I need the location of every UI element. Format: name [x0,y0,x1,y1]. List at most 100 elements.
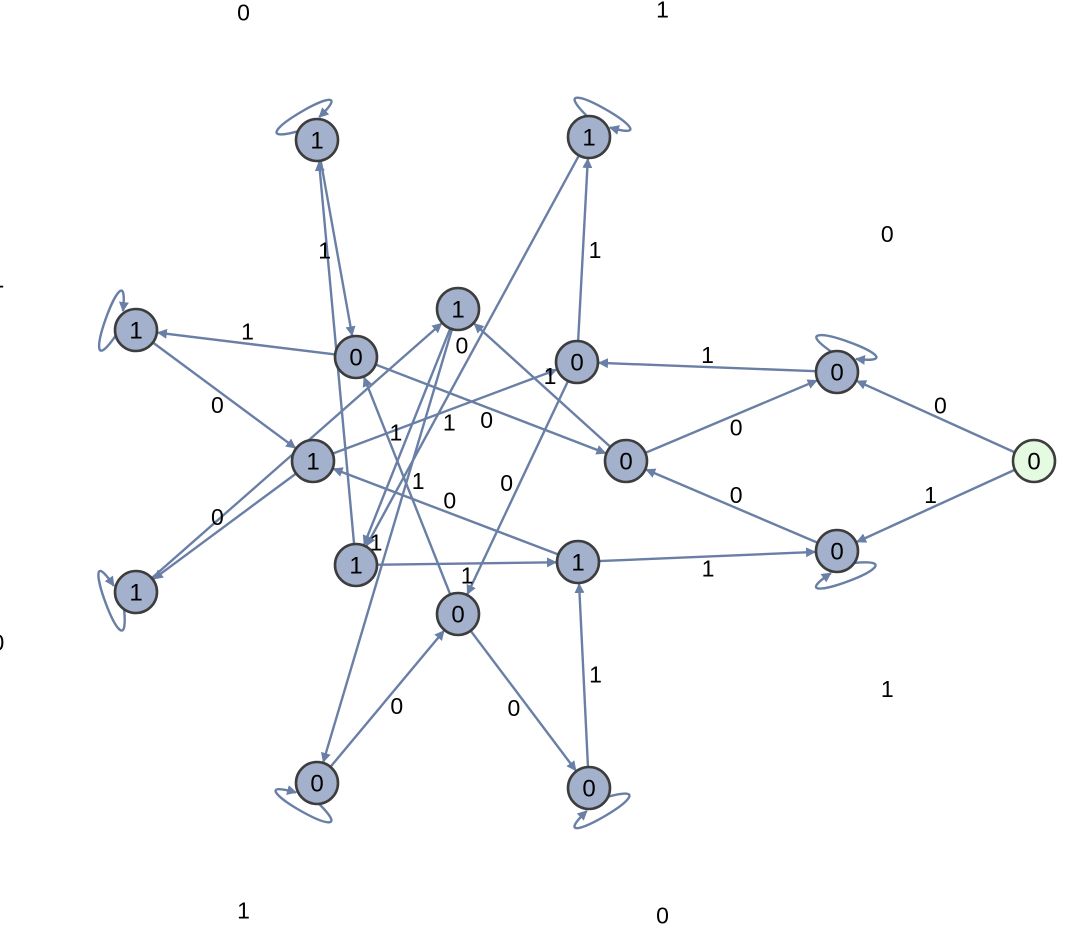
edge-t3-to-b3 [376,557,558,568]
transition-arrow [644,379,818,454]
edge-label-n_start-to-r2: 1 [924,482,937,508]
edge-r2-to-r2 [814,561,877,590]
state-label: 0 [1027,449,1040,476]
state-node-b1: 0 [554,339,600,385]
edge-n_lowleft-to-n_lowleft [97,569,126,632]
edge-label-t2-to-n_left: 1 [241,319,254,345]
state-circle [113,307,159,353]
transition-arrow [152,472,297,580]
state-node-t3: 1 [333,542,379,588]
edge-n_left-to-b4 [152,341,297,449]
state-node-r2: 0 [814,528,860,574]
self-loop-arrow [97,289,129,352]
edge-b1-to-n_top2 [576,157,593,342]
transition-arrow [598,547,817,563]
transition-arrow [375,363,607,455]
transition-arrow [156,328,336,356]
edge-label-n_bot1-to-t4: 0 [390,693,403,719]
state-label: 0 [619,449,632,476]
transition-arrow [576,157,593,342]
edge-t4-to-t2 [362,376,452,595]
self-loop-arrow [814,561,877,590]
state-label: 0 [830,539,843,566]
edge-b4-to-n_lowleft [152,472,297,580]
state-circle [566,114,612,160]
state-node-t4: 0 [435,591,481,637]
edge-n_bot1-to-n_bot1 [274,785,333,824]
transition-arrow [362,328,452,546]
edge-label-n_top1-to-n_top1: 0 [237,0,250,26]
transition-arrow [321,328,454,763]
edge-r2-to-b2 [645,468,819,544]
state-label: 0 [582,776,595,803]
edge-label-r1-to-b1: 1 [701,342,714,368]
edge-t4-to-n_bot2 [469,630,577,772]
state-label: 1 [129,580,142,607]
state-label: 1 [582,125,595,152]
edge-label-n_left-to-b4: 0 [211,392,224,418]
transition-arrow [365,154,581,547]
edge-t1-to-t3 [362,328,452,546]
self-loop-arrow [573,96,632,135]
transition-arrow [152,341,297,449]
self-loop-arrow [275,98,333,136]
edge-b2-to-r1 [644,379,818,454]
state-circle [290,438,336,484]
transition-arrow [332,368,558,455]
edge-b2-to-t1 [473,322,612,448]
transition-arrow [319,160,356,337]
transition-arrow [473,322,612,448]
state-node-b2: 0 [603,438,649,484]
edge-b3-to-r2 [598,547,817,563]
edge-label-b2-to-t1: 1 [544,363,557,389]
state-circle [113,569,159,615]
self-loop-arrow [274,785,333,824]
state-circle [814,349,860,395]
edge-label-b4-to-b1: 1 [443,410,456,436]
edge-n_bot2-to-n_bot2 [573,792,631,830]
edge-label-n_bot2-to-b3: 1 [589,661,602,687]
edge-n_start-to-r2 [856,468,1016,543]
transition-arrow [856,468,1016,543]
state-label: 1 [349,553,362,580]
state-node-n_top2: 1 [566,114,612,160]
edge-n_start-to-r1 [856,379,1016,454]
start-state-node: 0 [1011,438,1057,484]
edge-label-b2-to-r1: 0 [730,415,743,441]
edge-n_top2-to-t3 [365,154,581,547]
edge-r1-to-b1 [597,358,817,373]
state-node-n_top1: 1 [294,117,340,163]
state-circle [435,591,481,637]
state-circle [814,528,860,574]
state-circle [555,539,601,585]
state-label: 1 [571,550,584,577]
edge-label-t4-to-t2: 1 [412,468,425,494]
edge-t2-to-n_left [156,328,336,356]
state-circle [333,542,379,588]
edge-label-b3-to-b4: 0 [443,487,456,513]
state-circle [603,438,649,484]
state-node-b4: 1 [290,438,336,484]
state-node-n_left: 1 [113,307,159,353]
edge-label-r2-to-r2: 1 [881,676,894,702]
edge-label-t3-to-b3: 1 [461,562,474,588]
edge-labels-layer: 0101101001101011100110011010011001 [0,0,947,928]
state-circle [1011,438,1057,484]
state-node-n_lowleft: 1 [113,569,159,615]
state-node-n_bot2: 0 [566,765,612,811]
edge-label-t1-to-n_bot1: 1 [370,530,383,556]
edge-b1-to-t4 [466,380,570,596]
state-label: 1 [310,128,323,155]
state-label: 1 [306,449,319,476]
edge-label-b1-to-n_top2: 1 [589,237,602,263]
transition-arrow [376,557,558,568]
state-circle [435,286,481,332]
edge-label-r1-to-r1: 0 [881,221,894,247]
state-circle [566,765,612,811]
edge-label-n_start-to-r1: 0 [934,393,947,419]
transition-arrow [856,379,1016,454]
self-loop-arrow [573,792,631,830]
self-loop-arrow [815,333,878,365]
edge-label-t2-to-b2: 0 [480,407,493,433]
